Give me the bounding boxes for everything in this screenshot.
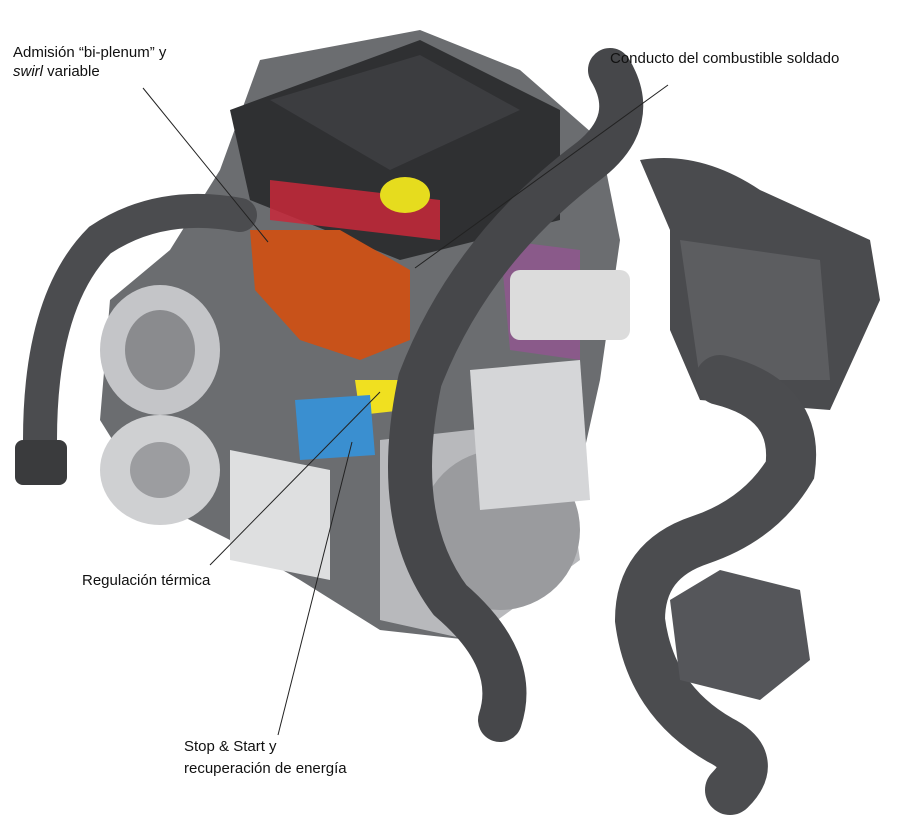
oil-filter-housing: [230, 450, 330, 580]
oil-filler-cap: [380, 177, 430, 213]
label-stopstart-line1: Stop & Start y: [184, 738, 277, 755]
label-thermal: Regulación térmica: [82, 572, 211, 589]
resonator: [670, 570, 810, 700]
label-intake-line2: variable: [43, 63, 100, 80]
intake-manifold: [250, 230, 410, 360]
intake-duct-right: [614, 355, 817, 815]
label-intake-line1: Admisión “bi-plenum” y: [13, 44, 167, 61]
label-fuel-rail: Conducto del combustible soldado: [610, 50, 840, 67]
leader-thermal: [209, 391, 381, 566]
intake-duct-left: [23, 193, 257, 457]
ac-compressor: [100, 415, 220, 525]
air-filter-box: [640, 158, 880, 410]
hose-clamp: [15, 440, 67, 485]
alternator: [100, 285, 220, 415]
leader-fuel-rail: [414, 84, 669, 269]
leader-stopstart: [277, 441, 353, 736]
leader-intake: [142, 87, 269, 243]
leader-lines: [142, 84, 669, 736]
label-stopstart: Stop & Start y recuperación de energía: [184, 736, 347, 780]
label-intake-swirl: swirl: [13, 63, 43, 80]
egr-cooler: [510, 270, 630, 340]
turbo-air-duct: [388, 48, 644, 742]
water-pump: [295, 395, 375, 460]
label-stopstart-line2: recuperación de energía: [184, 760, 347, 777]
label-intake: Admisión “bi-plenum” y swirl variable: [13, 43, 166, 81]
